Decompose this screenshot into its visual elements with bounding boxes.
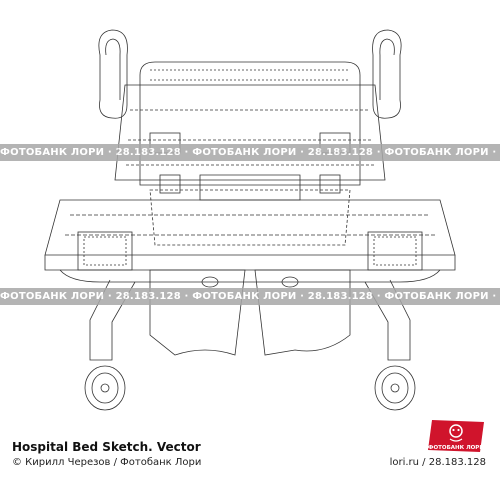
right-control-box: [367, 231, 423, 271]
right-leg-support: [254, 269, 351, 356]
headboard: [139, 61, 361, 186]
left-leg: [89, 279, 136, 361]
image-id: lori.ru / 28.183.128: [389, 457, 486, 468]
mattress-platform: [44, 199, 456, 256]
watermark-band-top: ФОТОБАНК ЛОРИ · 28.183.128 · ФОТОБАНК ЛО…: [0, 144, 500, 161]
left-wheel: [84, 365, 126, 411]
right-wheel: [374, 365, 416, 411]
right-handle: [372, 29, 402, 119]
backrest: [114, 84, 386, 181]
left-handle: [98, 29, 128, 119]
right-leg: [364, 279, 411, 361]
left-control-box: [77, 231, 133, 271]
image-author: © Кирилл Черезов / Фотобанк Лори: [12, 457, 202, 468]
logo-badge-icon: [428, 420, 484, 452]
image-title: Hospital Bed Sketch. Vector: [12, 440, 201, 454]
left-leg-support: [149, 269, 246, 356]
hospital-bed-sketch: [44, 29, 456, 411]
logo-text: ФОТОБАНК ЛОРИ: [428, 445, 484, 451]
photobank-logo: ФОТОБАНК ЛОРИ: [426, 418, 486, 454]
watermark-band-bottom: ФОТОБАНК ЛОРИ · 28.183.128 · ФОТОБАНК ЛО…: [0, 288, 500, 305]
